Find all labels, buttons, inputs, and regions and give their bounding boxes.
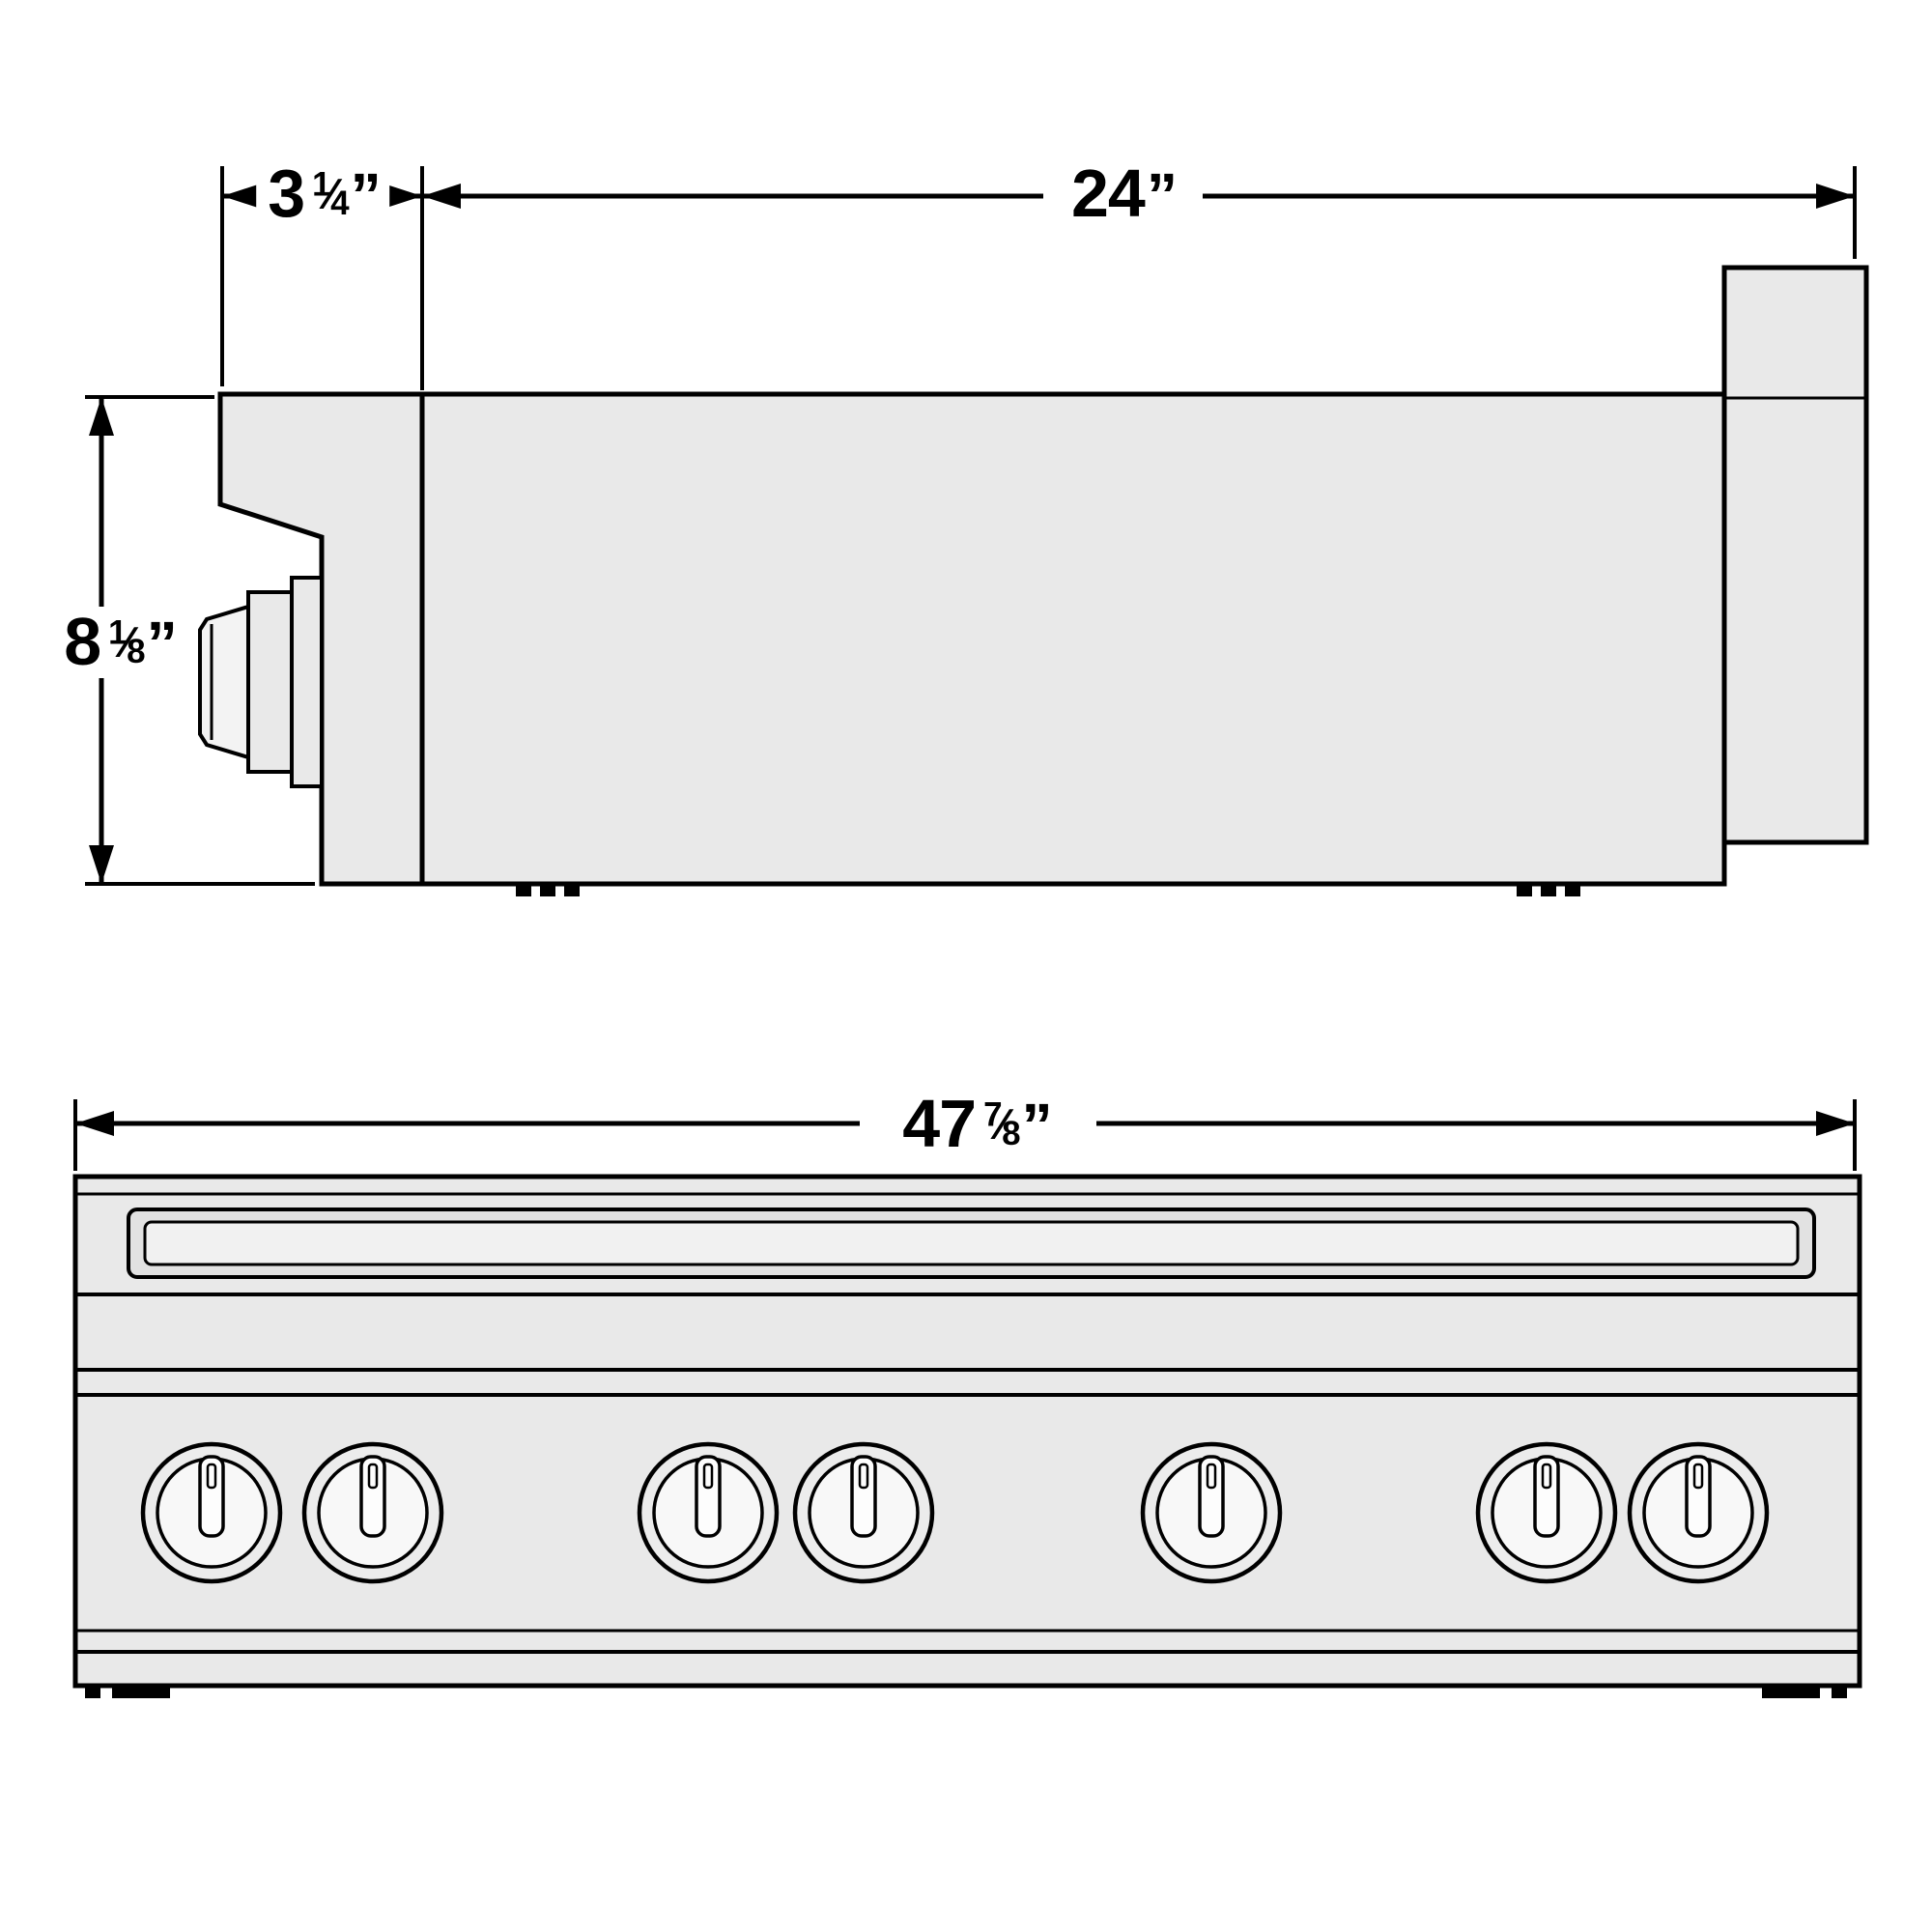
knob-slot <box>858 1463 869 1490</box>
fraction-numerator: 1 <box>108 613 127 652</box>
fraction-slash: ⁄ <box>327 169 335 218</box>
dim-depth-whole: 24 <box>1070 156 1146 231</box>
foot-mark <box>516 884 531 896</box>
foot-mark <box>112 1686 170 1698</box>
foot-mark <box>1517 884 1532 896</box>
dimension-offset <box>222 184 422 209</box>
knob-pointer <box>850 1455 877 1538</box>
dim-height-fraction: 1⁄8 <box>108 604 145 679</box>
inch-mark: ” <box>1146 160 1178 230</box>
arrowhead-right <box>1816 184 1855 209</box>
fraction-denominator: 8 <box>127 632 145 670</box>
foot-mark <box>1832 1686 1847 1698</box>
dimension-width <box>75 1111 1855 1136</box>
arrowhead-left <box>222 184 261 209</box>
dimension-height <box>89 397 114 884</box>
fraction-slash: ⁄ <box>998 1099 1007 1149</box>
knob-pointer <box>695 1455 722 1538</box>
side-view-knob <box>198 576 324 788</box>
control-knob <box>1475 1441 1618 1584</box>
inch-mark: ” <box>1021 1091 1053 1160</box>
side-knob-base <box>290 576 324 788</box>
front-view-feet <box>85 1686 1847 1698</box>
backguard-trough-inner <box>143 1220 1800 1266</box>
foot-mark <box>564 884 580 896</box>
arrowhead-up <box>89 397 114 436</box>
arrowhead-down <box>89 845 114 884</box>
fraction-denominator: 8 <box>1002 1114 1020 1152</box>
foot-mark <box>1565 884 1580 896</box>
knob-slot <box>1541 1463 1552 1490</box>
front-view-dimensions <box>73 1099 1857 1171</box>
foot-mark <box>540 884 555 896</box>
foot-mark <box>85 1686 100 1698</box>
dim-offset-whole: 3 <box>268 156 305 231</box>
foot-mark <box>1762 1686 1820 1698</box>
control-knob <box>637 1441 780 1584</box>
fraction-numerator: 7 <box>983 1095 1002 1134</box>
knob-pointer <box>1533 1455 1560 1538</box>
control-knob <box>140 1441 283 1584</box>
knob-pointer <box>1685 1455 1712 1538</box>
side-view-dimensions <box>85 166 1857 886</box>
side-view-feet <box>516 884 1580 896</box>
side-knob-cap <box>198 604 250 760</box>
arrowhead-left <box>422 184 461 209</box>
dimension-depth <box>422 184 1855 209</box>
front-view <box>72 1174 1862 1698</box>
control-knob <box>792 1441 935 1584</box>
dim-width-whole: 47 <box>902 1086 977 1161</box>
side-view-main-body <box>419 391 1727 887</box>
knob-slot <box>206 1463 217 1490</box>
knob-pointer <box>198 1455 225 1538</box>
dim-height-whole: 8 <box>64 604 101 679</box>
dim-offset-fraction: 1⁄4 <box>312 156 349 231</box>
knob-pointer <box>359 1455 386 1538</box>
side-knob-collar <box>246 590 294 774</box>
foot-mark <box>1541 884 1556 896</box>
knob-pointer <box>1198 1455 1225 1538</box>
side-view-control-panel <box>217 391 425 887</box>
knob-slot <box>702 1463 714 1490</box>
fraction-numerator: 1 <box>312 165 330 204</box>
control-knob <box>1627 1441 1770 1584</box>
arrowhead-right <box>384 184 422 209</box>
control-knob <box>1140 1441 1283 1584</box>
knob-slot <box>367 1463 379 1490</box>
control-knob <box>301 1441 444 1584</box>
arrowhead-right <box>1816 1111 1855 1136</box>
knob-slot <box>1692 1463 1704 1490</box>
arrowhead-left <box>75 1111 114 1136</box>
inch-mark: ” <box>350 160 382 230</box>
side-view-rear-riser <box>1721 265 1869 845</box>
side-view <box>198 265 1869 896</box>
dimension-label-depth: 24” <box>1059 159 1186 230</box>
dim-width-fraction: 7⁄8 <box>983 1086 1020 1161</box>
fraction-denominator: 4 <box>330 184 349 222</box>
inch-mark: ” <box>146 609 178 678</box>
knob-slot <box>1206 1463 1217 1490</box>
fraction-slash: ⁄ <box>123 617 131 667</box>
